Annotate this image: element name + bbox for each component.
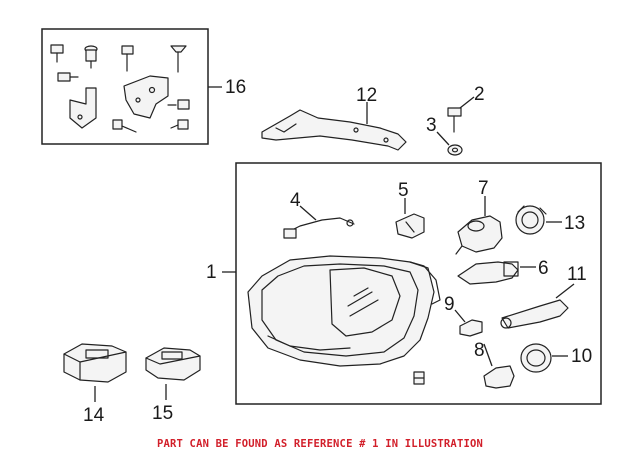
kit-bolt	[112, 119, 137, 133]
part-5-clip: 5	[395, 180, 425, 239]
part-10-socket: 10	[520, 343, 592, 373]
callout-8: 8	[474, 340, 485, 361]
kit-bracket-small	[69, 87, 97, 129]
callout-9: 9	[444, 294, 455, 315]
part-12-bracket: 12	[261, 85, 407, 151]
kit-stud	[84, 45, 98, 69]
kit-screw	[170, 45, 187, 73]
kit-bolt	[121, 45, 134, 72]
leader-2	[459, 96, 475, 109]
kit-bolt	[170, 119, 189, 130]
callout-4: 4	[290, 190, 301, 211]
kit-bolt	[167, 99, 190, 110]
part-3-washer: 3	[426, 115, 463, 156]
callout-2: 2	[474, 84, 485, 105]
callout-15: 15	[152, 403, 173, 424]
leader-8	[483, 343, 493, 367]
part-4-wire: 4	[283, 190, 355, 239]
part-7-bulb: 7	[455, 178, 503, 255]
callout-1: 1	[206, 262, 217, 283]
hardware-kit-group: 16	[41, 28, 246, 145]
part-13-cap: 13	[515, 205, 585, 235]
headlamp-housing	[247, 255, 441, 367]
leader-11	[555, 283, 575, 299]
callout-12: 12	[356, 85, 377, 106]
kit-bolt	[57, 72, 79, 82]
callout-11: 11	[567, 264, 587, 285]
small-clip	[413, 371, 425, 385]
headlamp-assembly-group: 1 4 5	[206, 162, 602, 405]
leader-4	[299, 205, 317, 221]
callout-5: 5	[398, 180, 409, 201]
part-15-control-unit: 15	[145, 347, 201, 424]
kit-bolt	[50, 44, 64, 63]
part-6-bulb: 6	[457, 258, 549, 285]
headlamp-assembly-frame	[235, 162, 602, 405]
reference-note: PART CAN BE FOUND AS REFERENCE # 1 IN IL…	[156, 438, 484, 450]
part-14-ballast: 14	[63, 343, 127, 426]
part-11-bulb: 11	[500, 264, 587, 329]
callout-10: 10	[571, 346, 592, 367]
part-9-bulb: 9	[444, 294, 483, 337]
part-2-screw: 2	[447, 84, 485, 133]
leader-9	[454, 309, 466, 323]
callout-16: 16	[225, 77, 246, 98]
callout-13: 13	[564, 213, 585, 234]
kit-bracket-large	[123, 75, 169, 119]
leader-3	[436, 131, 450, 146]
part-8-bulb: 8	[474, 340, 515, 389]
callout-6: 6	[538, 258, 549, 279]
callout-3: 3	[426, 115, 437, 136]
callout-7: 7	[478, 178, 489, 199]
callout-14: 14	[83, 405, 105, 426]
